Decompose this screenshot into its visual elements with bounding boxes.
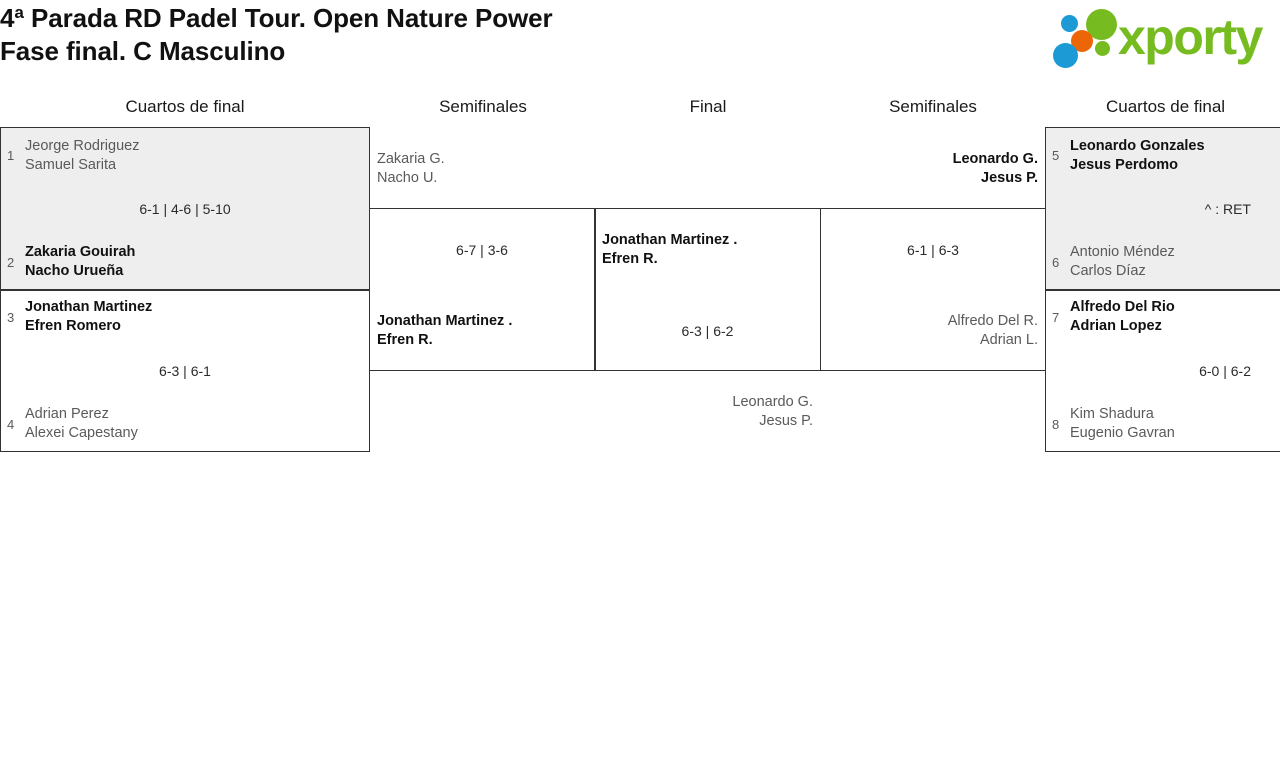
team-qf-right-2-bottom: Kim Shadura Eugenio Gavran: [1070, 405, 1175, 443]
team-sf-left-top: Zakaria G. Nacho U.: [377, 150, 445, 188]
round-header-semifinals-left: Semifinales: [439, 97, 527, 116]
connector-final-right-top: [708, 208, 820, 209]
match-box-sf-right[interactable]: [820, 208, 1045, 371]
player-name: Zakaria Gouirah: [25, 244, 136, 260]
connector-final-right-bottom: [708, 370, 820, 371]
score-qf-right-2: 6-0 | 6-2: [1199, 363, 1251, 379]
player-name: Efren Romero: [25, 318, 121, 334]
round-header-quarterfinals-right: Cuartos de final: [1106, 97, 1226, 116]
player-name: Eugenio Gavran: [1070, 425, 1175, 441]
player-name: Leonardo G.: [952, 151, 1038, 167]
seed-number: 1: [7, 148, 15, 163]
logo-dot-blue-large: [1053, 43, 1078, 68]
player-name: Efren R.: [377, 332, 433, 348]
player-name: Alexei Capestany: [25, 425, 138, 441]
round-header-final: Final: [689, 97, 727, 116]
seed-number: 3: [7, 310, 15, 325]
player-name: Kim Shadura: [1070, 406, 1154, 422]
player-name: Nacho U.: [377, 170, 438, 186]
player-name: Leonardo G.: [732, 394, 813, 410]
score-sf-left: 6-7 | 3-6: [456, 242, 508, 258]
player-name: Jesus P.: [981, 170, 1038, 186]
connector-final-left-edge: [595, 208, 596, 371]
player-name: Adrian Perez: [25, 406, 109, 422]
team-sf-left-bottom: Jonathan Martinez . Efren R.: [377, 312, 512, 350]
team-sf-right-top: Leonardo G. Jesus P.: [828, 150, 1038, 188]
player-name: Jonathan Martinez .: [377, 313, 513, 329]
connector-final-top: [595, 208, 708, 209]
player-name: Carlos Díaz: [1070, 263, 1146, 279]
team-sf-right-bottom: Alfredo Del R. Adrian L.: [828, 312, 1038, 350]
player-name: Samuel Sarita: [25, 157, 117, 173]
player-name: Alfredo Del R.: [947, 313, 1038, 329]
player-name: Jesus P.: [759, 413, 813, 429]
match-box-qf-right-2[interactable]: [1045, 290, 1280, 452]
score-qf-right-1: ^ : RET: [1204, 201, 1251, 217]
team-final-bottom: Leonardo G. Jesus P.: [600, 393, 813, 431]
page-title: 4ª Parada RD Padel Tour. Open Nature Pow…: [0, 2, 760, 68]
connector-final-bottom-left: [595, 370, 708, 371]
team-qf-left-1-top: Jeorge Rodriguez Samuel Sarita: [25, 137, 139, 175]
logo-dot-orange: [1071, 30, 1093, 52]
score-final: 6-3 | 6-2: [681, 323, 734, 339]
score-qf-left-2: 6-3 | 6-1: [159, 363, 211, 379]
match-box-qf-right-1[interactable]: [1045, 127, 1280, 290]
team-final-top: Jonathan Martinez . Efren R.: [602, 231, 737, 269]
seed-number: 2: [7, 255, 15, 270]
team-qf-right-1-bottom: Antonio Méndez Carlos Díaz: [1070, 243, 1175, 281]
seed-number: 5: [1052, 148, 1060, 163]
player-name: Efren R.: [602, 251, 658, 267]
player-name: Leonardo Gonzales: [1070, 138, 1205, 154]
player-name: Jesus Perdomo: [1070, 157, 1178, 173]
logo-wordmark: xporty: [1118, 9, 1263, 65]
score-sf-right: 6-1 | 6-3: [907, 242, 959, 258]
seed-number: 4: [7, 417, 15, 432]
page-header: 4ª Parada RD Padel Tour. Open Nature Pow…: [0, 0, 1280, 90]
title-line-1: 4ª Parada RD Padel Tour. Open Nature Pow…: [0, 3, 553, 33]
player-name: Antonio Méndez: [1070, 244, 1175, 260]
player-name: Adrian Lopez: [1070, 318, 1162, 334]
match-box-sf-left[interactable]: [370, 208, 595, 371]
seed-number: 6: [1052, 255, 1060, 270]
logo-dots-icon: [1050, 8, 1124, 70]
title-line-2: Fase final. C Masculino: [0, 36, 286, 66]
score-qf-left-1: 6-1 | 4-6 | 5-10: [139, 201, 231, 217]
player-name: Adrian L.: [979, 332, 1038, 348]
player-name: Zakaria G.: [377, 151, 445, 167]
team-qf-right-1-top: Leonardo Gonzales Jesus Perdomo: [1070, 137, 1205, 175]
team-qf-left-2-bottom: Adrian Perez Alexei Capestany: [25, 405, 138, 443]
seed-number: 8: [1052, 417, 1060, 432]
team-qf-left-2-top: Jonathan Martinez Efren Romero: [25, 298, 152, 336]
xporty-logo[interactable]: xporty: [1044, 4, 1272, 70]
player-name: Jonathan Martinez .: [602, 232, 738, 248]
player-name: Alfredo Del Rio: [1070, 299, 1175, 315]
round-header-semifinals-right: Semifinales: [889, 97, 977, 116]
logo-dot-green-small: [1095, 41, 1110, 56]
player-name: Nacho Urueña: [25, 263, 124, 279]
player-name: Jonathan Martinez: [25, 299, 153, 315]
seed-number: 7: [1052, 310, 1060, 325]
logo-dot-blue-small: [1061, 15, 1078, 32]
match-box-qf-left-2[interactable]: [0, 290, 370, 452]
team-qf-left-1-bottom: Zakaria Gouirah Nacho Urueña: [25, 243, 135, 281]
round-header-quarterfinals-left: Cuartos de final: [125, 97, 245, 116]
player-name: Jeorge Rodriguez: [25, 138, 140, 154]
team-qf-right-2-top: Alfredo Del Rio Adrian Lopez: [1070, 298, 1175, 336]
match-box-qf-left-1[interactable]: [0, 127, 370, 290]
